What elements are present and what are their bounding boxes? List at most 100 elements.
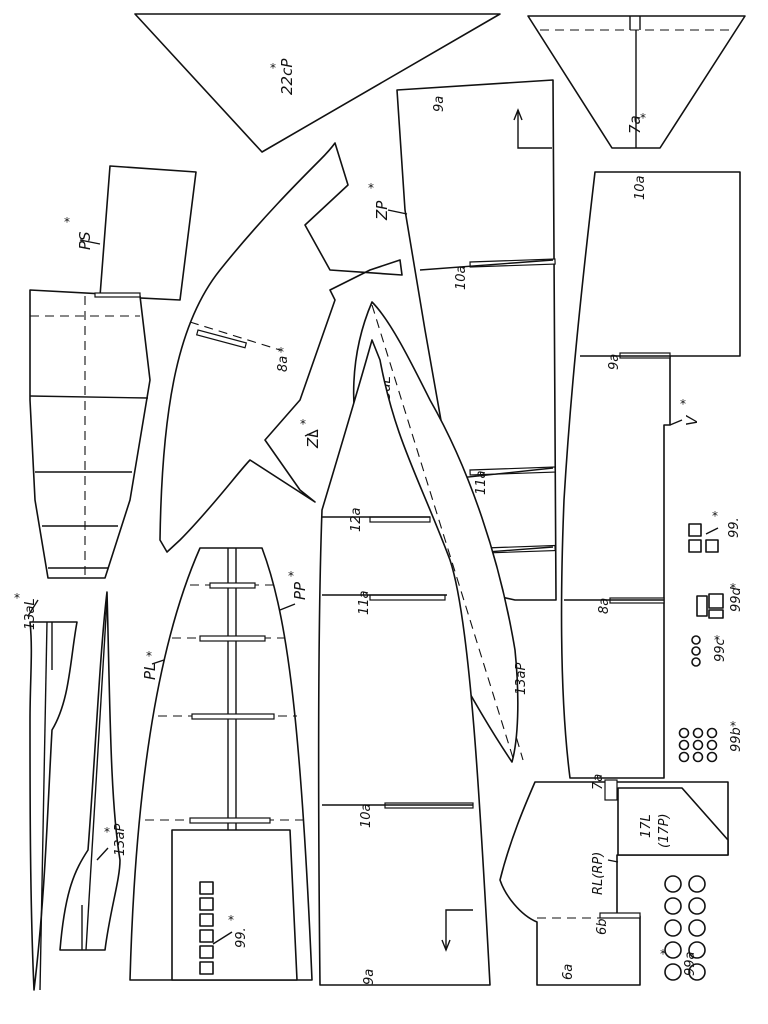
part-7a: 7a * (527, 15, 746, 149)
leader-pp (279, 603, 296, 611)
c99b-2 (692, 727, 704, 739)
sq99-2 (688, 539, 702, 553)
label-9a-right: 9a (607, 354, 622, 370)
star-8a-left: * (278, 345, 284, 359)
leader-99-top (705, 527, 719, 535)
slot-7a-right (604, 779, 618, 801)
part-curved-wing: 8a * (159, 142, 403, 553)
arrow-down-head (441, 939, 451, 952)
c99a-3 (664, 897, 682, 915)
label-10a-top: 10a (633, 175, 648, 200)
label-22cp: 22cP (278, 58, 296, 95)
label-ps: PS (76, 231, 94, 250)
c99c-1 (691, 635, 701, 645)
label-pl: PL (141, 663, 159, 680)
label-rl-rp: RL(RP) (591, 852, 606, 895)
c99b-9 (706, 751, 718, 763)
label-9a-top: 9a (432, 96, 447, 112)
label-6a: 6a (561, 964, 576, 980)
c99b-1 (678, 727, 690, 739)
label-9a-bottom: 9a (362, 969, 377, 985)
17l-tab-outline (617, 787, 729, 856)
star-v: * (680, 397, 686, 411)
sq99-1 (688, 523, 702, 537)
star-22cp: * (270, 61, 276, 75)
part-zl-label: ZL * (300, 417, 322, 449)
pl-pp-cutout (171, 829, 298, 981)
rect99d-2 (708, 593, 724, 609)
c99b-3 (706, 727, 718, 739)
label-7a-right: 7a (591, 774, 606, 790)
part-right-panel: V * 10a 9a 8a (560, 171, 741, 779)
pl-pp-slot-3 (191, 713, 275, 720)
label-12a-center: 12a (349, 507, 364, 532)
slot-11a (469, 466, 556, 476)
pl-pp-slot-4 (189, 817, 271, 824)
label-10a-center: 10a (359, 803, 374, 828)
star-pl: * (146, 649, 152, 663)
curved-wing-outline (159, 142, 403, 553)
leader-13ap-left (96, 847, 109, 861)
part-22cp: 22cP * (134, 13, 501, 153)
label-99-top: 99. (727, 517, 742, 538)
leader-zp (387, 209, 408, 215)
c99c-2 (691, 646, 701, 656)
part-rl-rp: 7a 17L (17P) RL(RP) 6b 6a (499, 774, 729, 986)
arrow-up (517, 110, 552, 149)
leader-ps (79, 239, 101, 245)
part-zp-label: ZP * (368, 181, 408, 221)
star-13ap-left: * (104, 825, 110, 839)
arrow-down (445, 909, 473, 950)
ps-seam-1 (29, 395, 149, 399)
pl-pp-slot-1 (209, 582, 256, 589)
c99a-2 (688, 875, 706, 893)
leader-v (669, 419, 683, 426)
slot-12a-center (369, 516, 431, 523)
label-13ap: 13aP (514, 662, 529, 695)
label-99c: 99c (713, 638, 728, 662)
label-99-left: 99. (234, 927, 249, 948)
star-zl: * (300, 417, 306, 431)
sq99-3 (705, 539, 719, 553)
arrow-up-head (513, 108, 523, 121)
c99a-1 (664, 875, 682, 893)
star-ps: * (64, 215, 70, 229)
part-13al-spindle: 13aL * (14, 591, 78, 991)
13al-center (39, 621, 48, 991)
c99a-8 (688, 941, 706, 959)
label-8a-left: 8a (276, 356, 291, 372)
c99a-9 (664, 963, 682, 981)
c99a-7 (664, 941, 682, 959)
label-11a-right: 11a (474, 470, 489, 495)
part-ps: PS * (29, 165, 197, 579)
slot-8a-left (195, 329, 248, 349)
ps-slot (94, 292, 141, 298)
17l-diagonal (681, 787, 729, 841)
label-zl: ZL (304, 429, 322, 449)
pl-square-1 (199, 881, 214, 895)
slot-6b (599, 912, 641, 919)
part-pl-pp: PL * PP * 99. * (129, 547, 313, 981)
panel-seam (419, 259, 554, 271)
c99a-5 (664, 919, 682, 937)
c99b-4 (678, 739, 690, 751)
label-17p: (17P) (657, 813, 672, 848)
part-13ap-spindle: 13aP * (59, 591, 128, 951)
label-13ap-left: 13aP (113, 823, 128, 856)
label-zp: ZP (373, 200, 391, 221)
leader-13al-left (27, 599, 39, 617)
c99b-7 (678, 751, 690, 763)
label-v: V (683, 414, 701, 426)
star-99b: * (730, 719, 736, 733)
label-pp: PP (291, 581, 309, 600)
star-pp: * (288, 569, 294, 583)
label-10a-mid: 10a (454, 265, 469, 290)
leader-pl (151, 659, 165, 665)
label-99d: 99d (729, 586, 744, 612)
star-99c: * (714, 633, 720, 647)
c99a-4 (688, 897, 706, 915)
star-99d: * (730, 581, 736, 595)
leader-zl (304, 429, 319, 437)
part-22cp-outline (134, 13, 501, 153)
pl-square-4 (199, 929, 214, 943)
